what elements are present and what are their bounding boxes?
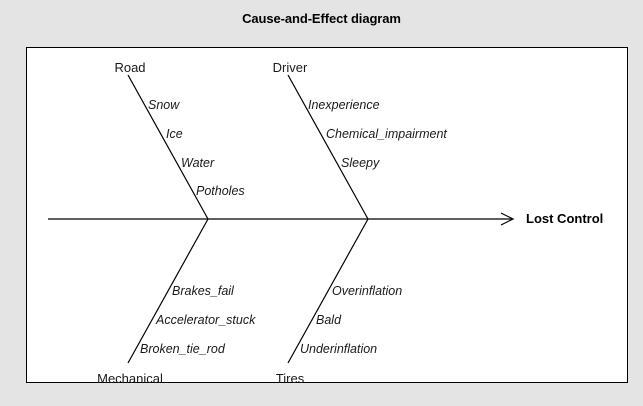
category-label-mechanical: Mechanical: [97, 371, 163, 386]
arrow-right-icon: [500, 212, 515, 226]
branch-line-mechanical: [127, 218, 209, 364]
category-label-tires: Tires: [275, 371, 305, 386]
cause-label: Broken_tie_rod: [140, 342, 225, 356]
cause-label: Accelerator_stuck: [156, 313, 256, 327]
plot-area-border: [26, 47, 628, 383]
cause-label: Brakes_fail: [172, 284, 234, 298]
category-label-road: Road: [114, 60, 146, 75]
cause-label: Inexperience: [308, 98, 380, 112]
cause-label: Ice: [166, 127, 183, 141]
cause-label: Overinflation: [332, 284, 403, 298]
cause-label: Sleepy: [341, 156, 380, 170]
cause-label: Underinflation: [300, 342, 378, 356]
cause-label: Potholes: [196, 184, 245, 198]
branch-line-tires: [287, 218, 369, 364]
category-label-driver: Driver: [272, 60, 308, 75]
page-title: Cause-and-Effect diagram: [242, 11, 401, 26]
effect-label: Lost Control: [526, 211, 604, 226]
cause-label: Snow: [148, 98, 180, 112]
branch-line-driver: [287, 74, 369, 220]
cause-label: Water: [181, 156, 215, 170]
branch-line-road: [127, 74, 209, 220]
cause-label: Chemical_impairment: [326, 127, 447, 141]
cause-label: Bald: [316, 313, 342, 327]
